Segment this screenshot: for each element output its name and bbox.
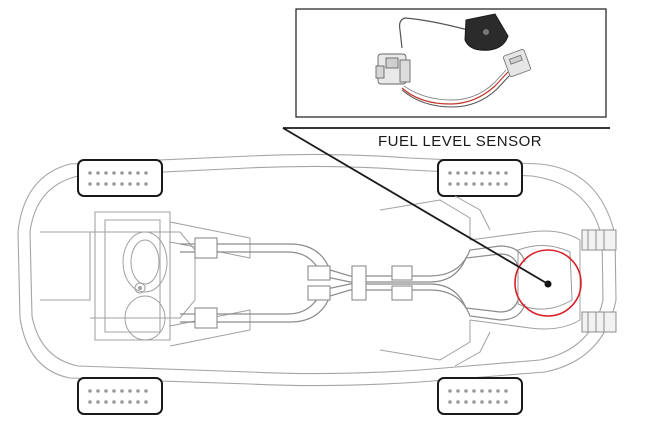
fuel-level-sensor-illustration	[375, 13, 531, 108]
car-body-outline	[17, 153, 617, 387]
wheel-rear-bottom	[437, 377, 523, 415]
highlight-ring	[514, 249, 582, 317]
fuel-level-sensor-label: FUEL LEVEL SENSOR	[378, 133, 543, 150]
exhaust-system	[180, 243, 526, 323]
wheel-front-top	[77, 159, 163, 197]
rear-subframe	[379, 195, 581, 367]
wheel-front-bottom	[77, 377, 163, 415]
inset-frame	[295, 8, 607, 118]
wheel-rear-top	[437, 159, 523, 197]
catalytic-converters	[194, 237, 413, 329]
fuel-tank	[517, 245, 573, 310]
callout-leader-line	[282, 127, 549, 285]
exhaust-tips	[581, 229, 617, 333]
